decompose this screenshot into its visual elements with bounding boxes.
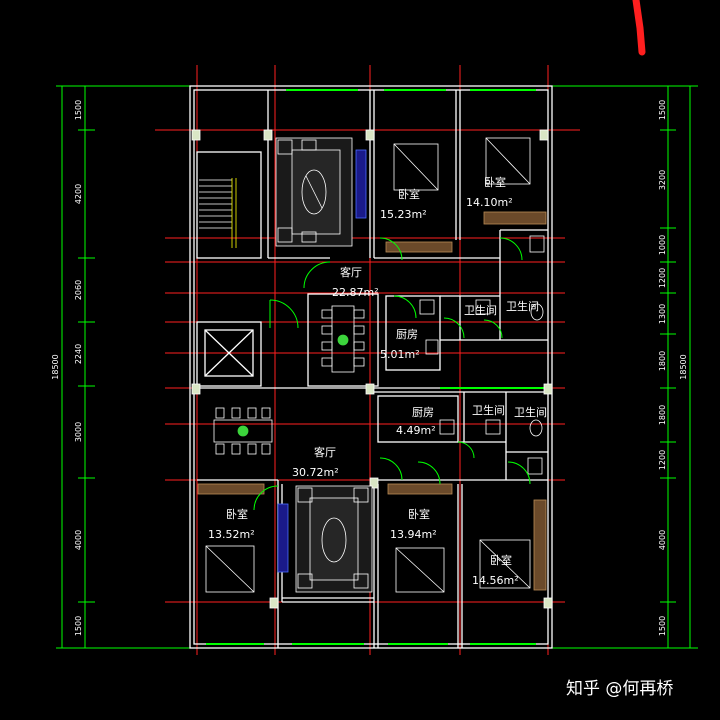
stair-core xyxy=(196,151,262,259)
room-kitchen-lower-name: 厨房 xyxy=(412,406,434,419)
room-bath-lower-b-name: 卫生间 xyxy=(514,405,547,419)
right-dim-7: 1800 xyxy=(658,405,667,425)
upper-kitchen-walls xyxy=(385,295,441,371)
upper-dining-zone xyxy=(307,293,379,387)
left-dim-4: 2240 xyxy=(74,344,83,364)
left-dimension-labels: 1500 4200 2060 2240 3000 4000 1500 18500 xyxy=(51,100,83,636)
lower-dining-table xyxy=(213,407,273,455)
walls xyxy=(189,85,553,649)
windows xyxy=(206,89,548,645)
bathroom-fixtures xyxy=(419,235,545,475)
room-bed3-area: 13.52m² xyxy=(208,528,255,541)
door-swings xyxy=(253,237,531,511)
room-living-upper-name: 客厅 xyxy=(340,265,362,279)
beds xyxy=(197,137,547,593)
room-bath-lower-a-name: 卫生间 xyxy=(472,403,505,417)
left-dim-5: 3000 xyxy=(74,422,83,442)
right-dim-1: 1500 xyxy=(658,100,667,120)
room-living-upper-area: 22.87m² xyxy=(332,286,379,299)
room-bed2-name: 卧室 xyxy=(484,175,506,189)
right-dimension-labels: 1500 3200 1000 1200 1300 1800 1800 1200 … xyxy=(658,100,688,636)
elevator-shaft xyxy=(196,321,262,387)
room-bed4-area: 13.94m² xyxy=(390,528,437,541)
left-dim-2: 4200 xyxy=(74,184,83,204)
left-dim-3: 2060 xyxy=(74,280,83,300)
room-bed1-area: 15.23m² xyxy=(380,208,427,221)
left-dim-6: 4000 xyxy=(74,530,83,550)
right-dim-2: 3200 xyxy=(658,170,667,190)
watermark: 知乎 @何再桥 xyxy=(566,679,673,699)
room-kitchen-lower-area: 4.49m² xyxy=(396,424,436,437)
structural-columns xyxy=(191,129,553,609)
room-bed3-name: 卧室 xyxy=(226,507,248,521)
room-bed2-area: 14.10m² xyxy=(466,196,513,209)
right-dim-total: 18500 xyxy=(679,354,688,379)
right-dim-9: 4000 xyxy=(658,530,667,550)
right-dimension-lines xyxy=(540,85,698,649)
room-bath-upper-a-name: 卫生间 xyxy=(464,303,497,317)
left-dimension-lines xyxy=(56,85,200,649)
room-living-lower-area: 30.72m² xyxy=(292,466,339,479)
left-dim-total: 18500 xyxy=(51,354,60,379)
room-bed4-name: 卧室 xyxy=(408,507,430,521)
right-dim-5: 1300 xyxy=(658,304,667,324)
lower-sofa-set xyxy=(277,485,373,593)
room-bed5-name: 卧室 xyxy=(490,553,512,567)
right-dim-8: 1200 xyxy=(658,450,667,470)
outer-wall xyxy=(189,85,553,649)
room-bed5-area: 14.56m² xyxy=(472,574,519,587)
right-dim-6: 1800 xyxy=(658,351,667,371)
room-kitchen-upper-name: 厨房 xyxy=(396,328,418,341)
right-dim-3: 1000 xyxy=(658,235,667,255)
right-dim-4: 1200 xyxy=(658,268,667,288)
room-bath-upper-b-name: 卫生间 xyxy=(506,299,539,313)
room-bed1-name: 卧室 xyxy=(398,187,420,201)
upper-dining-table xyxy=(321,305,365,373)
room-living-lower-name: 客厅 xyxy=(314,445,336,459)
upper-sofa-set xyxy=(275,137,367,247)
red-annotation-stroke xyxy=(632,0,646,56)
staircase xyxy=(199,178,237,248)
room-kitchen-upper-area: 5.01m² xyxy=(380,348,420,361)
right-dim-10: 1500 xyxy=(658,616,667,636)
lower-kitchen-walls xyxy=(377,395,459,443)
room-labels: 卧室 15.23m² 卧室 14.10m² 客厅 22.87m² 厨房 5.01… xyxy=(208,175,547,587)
left-dim-1: 1500 xyxy=(74,100,83,120)
left-dim-7: 1500 xyxy=(74,616,83,636)
